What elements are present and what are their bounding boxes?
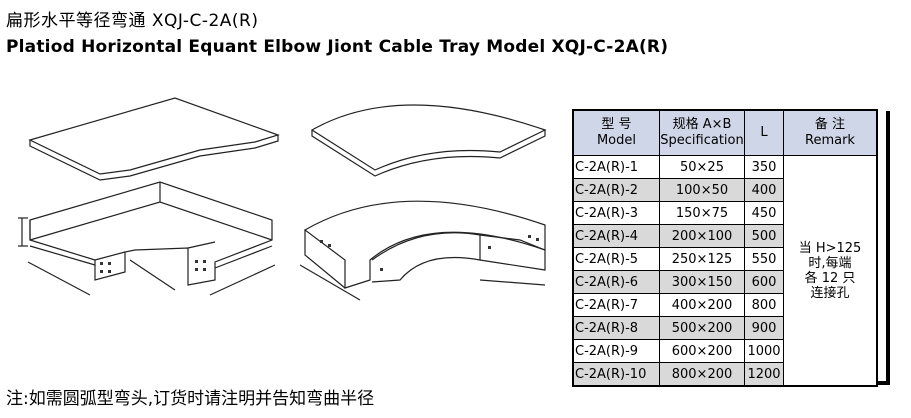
header-remark-en: Remark <box>805 133 855 148</box>
cell-model: C-2A(R)-9 <box>572 339 660 363</box>
header-model-cn: 型 号 <box>601 117 632 132</box>
cell-model: C-2A(R)-2 <box>572 178 660 202</box>
cell-length: 900 <box>744 316 784 340</box>
cell-model: C-2A(R)-10 <box>572 362 660 387</box>
header-model-en: Model <box>596 133 637 148</box>
title-english: Platiod Horizontal Equant Elbow Jiont Ca… <box>6 37 669 57</box>
cell-length: 350 <box>744 155 784 179</box>
cell-spec: 600×200 <box>659 339 745 363</box>
cell-length: 1000 <box>744 339 784 363</box>
cell-model: C-2A(R)-3 <box>572 201 660 225</box>
cell-spec: 150×75 <box>659 201 745 225</box>
header-remark: 备 注 Remark <box>783 109 878 156</box>
remark-line-4: 连接孔 <box>810 285 850 301</box>
cell-length: 500 <box>744 224 784 248</box>
table-row: C-2A(R)-9 600×200 1000 <box>572 339 877 363</box>
header-length: L <box>744 109 784 156</box>
curved-elbow-cover-drawing <box>310 104 547 177</box>
header-spec-en: Specification <box>660 133 744 148</box>
cell-model: C-2A(R)-5 <box>572 247 660 271</box>
footnote: 注:如需圆弧型弯头,订货时请注明并告知弯曲半径 <box>6 389 375 409</box>
table-row: C-2A(R)-3 150×75 450 <box>572 201 877 225</box>
cell-model: C-2A(R)-4 <box>572 224 660 248</box>
product-drawings <box>18 97 547 301</box>
cell-length: 1200 <box>744 362 784 387</box>
cell-spec: 200×100 <box>659 224 745 248</box>
table-row: C-2A(R)-7 400×200 800 <box>572 293 877 317</box>
table-row: C-2A(R)-8 500×200 900 <box>572 316 877 340</box>
table-row: C-2A(R)-1 50×25 350 当 H>125 时,每端 各 12 只 … <box>572 155 878 387</box>
cell-spec: 300×150 <box>659 270 745 294</box>
angled-elbow-cover-drawing <box>28 97 280 181</box>
cell-spec: 100×50 <box>659 178 745 202</box>
remark-line-3: 各 12 只 <box>804 270 856 286</box>
cell-spec: 800×200 <box>659 362 745 387</box>
cell-spec: 400×200 <box>659 293 745 317</box>
cell-length: 400 <box>744 178 784 202</box>
remark-line-1: 当 H>125 <box>798 240 862 256</box>
table-header-row: 型 号 Model 规格 A×B Specification L 备 注 Rem… <box>572 109 878 156</box>
header-spec: 规格 A×B Specification <box>659 109 745 156</box>
cell-length: 550 <box>744 247 784 271</box>
cell-spec: 500×200 <box>659 316 745 340</box>
cell-model: C-2A(R)-1 <box>572 155 660 179</box>
cell-remark: 当 H>125 时,每端 各 12 只 连接孔 <box>783 155 878 387</box>
cell-length: 450 <box>744 201 784 225</box>
header-spec-cn: 规格 A×B <box>672 117 732 132</box>
cell-spec: 250×125 <box>659 247 745 271</box>
cell-length: 800 <box>744 293 784 317</box>
table-row: C-2A(R)-10 800×200 1200 <box>572 362 877 387</box>
table-shadow-right <box>886 111 890 385</box>
cell-model: C-2A(R)-8 <box>572 316 660 340</box>
angled-elbow-tray-drawing <box>18 181 276 296</box>
curved-elbow-tray-drawing <box>299 200 546 301</box>
cell-length: 600 <box>744 270 784 294</box>
cell-spec: 50×25 <box>659 155 745 179</box>
header-model: 型 号 Model <box>572 109 660 156</box>
header-remark-cn: 备 注 <box>814 117 846 132</box>
remark-line-2: 时,每端 <box>808 255 852 271</box>
title-chinese: 扁形水平等径弯通 XQJ-C-2A(R) <box>6 11 259 31</box>
specification-table: 型 号 Model 规格 A×B Specification L 备 注 Rem… <box>572 109 878 387</box>
cell-model: C-2A(R)-6 <box>572 270 660 294</box>
cell-model: C-2A(R)-7 <box>572 293 660 317</box>
